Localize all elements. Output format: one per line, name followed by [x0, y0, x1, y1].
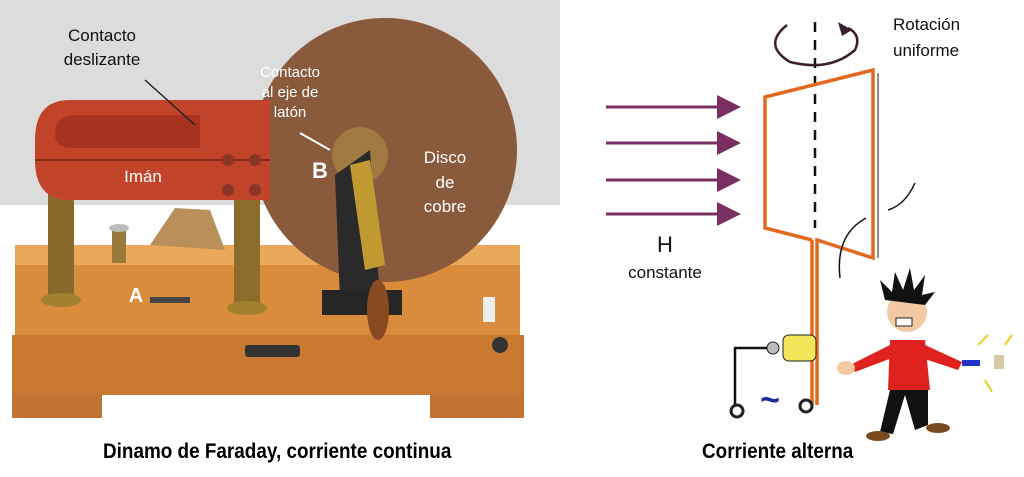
label-field-h: H [657, 232, 673, 257]
label-rotation-line1: Rotación [893, 15, 961, 34]
ac-symbol: ~ [760, 381, 780, 419]
label-axle-contact-line1: Contacto [259, 64, 321, 81]
rotation-arrow-icon [774, 24, 859, 67]
label-rotation-line2: uniforme [893, 41, 960, 60]
label-magnet: Imán [124, 167, 162, 186]
label-point-b: B [312, 158, 328, 183]
brass-post [48, 190, 74, 300]
label-disc-line2: de [435, 173, 455, 192]
label-axle-contact-line2: al eje de [261, 84, 319, 101]
caption-faraday-dynamo: Dinamo de Faraday, corriente continua [103, 440, 452, 463]
crank-handle [367, 280, 389, 340]
terminal [798, 398, 814, 414]
field-arrows [606, 95, 741, 226]
caption-alternating-current: Corriente alterna [702, 440, 854, 463]
faraday-dynamo-photo [0, 0, 560, 418]
conductor-loop [763, 67, 875, 405]
brass-post [234, 200, 260, 308]
label-point-a: A [128, 285, 144, 307]
ac-generator-diagram [606, 22, 1013, 441]
label-field-constant: constante [628, 263, 702, 282]
label-axle-contact-line3: latón [273, 104, 307, 121]
terminal [729, 403, 745, 419]
shocked-man-cartoon [837, 268, 1013, 441]
label-disc-line1: Disco [423, 148, 467, 167]
label-sliding-contact-line1: Contacto [67, 26, 137, 45]
label-sliding-contact-line2: deslizante [63, 50, 141, 69]
label-disc-line3: cobre [423, 197, 467, 216]
slip-ring [782, 334, 817, 362]
